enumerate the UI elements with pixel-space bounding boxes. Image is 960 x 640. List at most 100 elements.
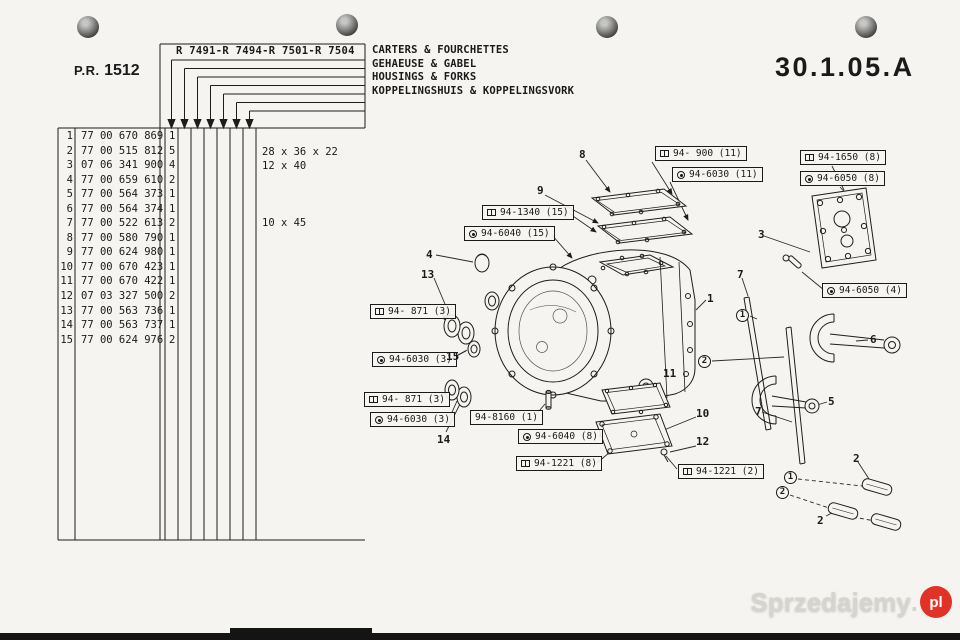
row-number: 11 [60, 275, 73, 288]
quantity: 2 [169, 333, 176, 346]
gasket-kit-icon [521, 460, 530, 467]
kit-label: 94- 871 (3) [364, 392, 450, 407]
callout-number: 3 [758, 228, 765, 241]
kit-label-text: 94-1650 (8) [818, 152, 881, 163]
title-fr: CARTERS & FOURCHETTES [372, 44, 509, 56]
row-number: 12 [60, 290, 73, 303]
kit-label: 94-1650 (8) [800, 150, 886, 165]
kit-label: 94- 871 (3) [370, 304, 456, 319]
kit-label: 94-6030 (3) [372, 352, 457, 367]
kit-label: 94-6030 (3) [370, 412, 455, 427]
part-number: 77 00 564 373 [81, 188, 164, 201]
pr-number: 1512 [104, 62, 140, 79]
row-number: 5 [66, 188, 73, 201]
part-number: 77 00 563 737 [81, 319, 164, 332]
circled-number: 2 [698, 355, 711, 368]
callout-number: 7 [755, 405, 762, 418]
kit-label-text: 94-6050 (8) [817, 173, 880, 184]
pr-reference: P.R. 1512 [74, 62, 140, 80]
part-number: 07 03 327 500 [81, 290, 164, 303]
quantity: 1 [169, 304, 176, 317]
small-seals [443, 253, 552, 410]
part-number: 77 00 522 613 [81, 217, 164, 230]
row-number: 6 [66, 202, 73, 215]
table-row: 15 77 00 624 976 2 [58, 334, 368, 349]
kit-label-text: 94- 871 (3) [382, 394, 445, 405]
kit-label: 94-1340 (15) [482, 205, 574, 220]
part-number: 77 00 670 422 [81, 275, 164, 288]
title-nl: KOPPELINGSHUIS & KOPPELINGSVORK [372, 84, 575, 97]
row-number: 9 [66, 246, 73, 259]
callout-number: 10 [696, 407, 710, 420]
table-row: 1 77 00 670 869 1 [58, 130, 368, 145]
kit-label: 94-6040 (15) [464, 226, 555, 241]
quantity: 1 [169, 130, 176, 142]
callout-number: 12 [696, 435, 710, 448]
bottom-cover-parts [595, 382, 673, 463]
applicability-arrows [167, 59, 365, 130]
quantity: 1 [169, 246, 176, 259]
screw-kit-icon [805, 174, 813, 183]
callout-number: 6 [870, 333, 877, 346]
callout-number: 2 [853, 452, 860, 465]
part-number: 77 00 670 869 [81, 130, 164, 142]
table-row: 13 77 00 563 736 1 [58, 305, 368, 320]
part-number: 77 00 564 374 [81, 202, 164, 215]
kit-label: 94- 900 (11) [655, 146, 747, 161]
part-number: 77 00 670 423 [81, 260, 164, 273]
gasket-kit-icon [375, 308, 384, 315]
scan-edge-bar [230, 628, 372, 640]
part-number: 77 00 515 812 [81, 144, 164, 157]
kit-label-text: 94-6030 (11) [689, 169, 758, 180]
kit-label: 94-6040 (8) [518, 429, 603, 444]
table-grid [57, 43, 366, 541]
part-number: 77 00 563 736 [81, 304, 164, 317]
screw-kit-icon [523, 432, 531, 441]
dimension-note: 12 x 40 [262, 160, 307, 172]
circled-number: 1 [736, 309, 749, 322]
kit-label-text: 94- 871 (3) [388, 306, 451, 317]
watermark-dot: . [910, 586, 918, 617]
kit-label-text: 94-6030 (3) [389, 354, 452, 365]
title-en: HOUSINGS & FORKS [372, 71, 477, 83]
dimension-note: 10 x 45 [262, 217, 307, 229]
kit-label-text: 94-1221 (2) [696, 466, 759, 477]
row-number: 15 [60, 333, 73, 346]
quantity: 2 [169, 217, 176, 230]
gasket-kit-icon [487, 209, 496, 216]
side-plate [782, 187, 877, 269]
screw-kit-icon [375, 415, 383, 424]
kit-label: 94-1221 (8) [516, 456, 602, 471]
part-number: 77 00 580 790 [81, 231, 164, 244]
row-number: 8 [66, 231, 73, 244]
table-row: 11 77 00 670 422 1 [58, 275, 368, 290]
callout-number: 2 [817, 514, 824, 527]
row-number: 2 [66, 144, 73, 157]
watermark-tld-badge: pl [920, 586, 952, 618]
scan-edge-bar [0, 633, 960, 640]
part-number: 77 00 624 976 [81, 333, 164, 346]
gasket-kit-icon [369, 396, 378, 403]
kit-label-text: 94- 900 (11) [673, 148, 742, 159]
punch-hole [77, 16, 99, 38]
quantity: 1 [169, 275, 176, 288]
row-number: 13 [60, 304, 73, 317]
pr-label: P.R. [74, 63, 100, 78]
callout-number: 8 [579, 148, 586, 161]
callout-number: 5 [828, 395, 835, 408]
row-number: 4 [66, 173, 73, 186]
row-number: 14 [60, 319, 73, 332]
row-number: 1 [66, 130, 73, 142]
page-code: 30.1.05.A [775, 52, 915, 82]
screw-kit-icon [677, 170, 685, 179]
kit-label-text: 94-6050 (4) [839, 285, 902, 296]
quantity: 1 [169, 188, 176, 201]
